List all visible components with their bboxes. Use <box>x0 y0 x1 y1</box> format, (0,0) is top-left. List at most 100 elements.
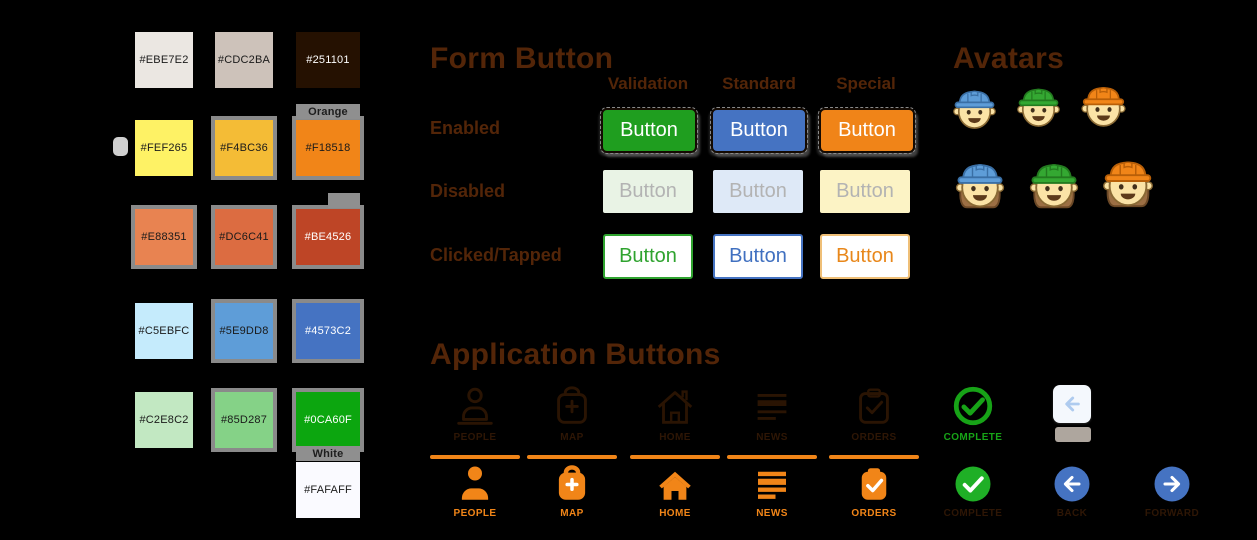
color-swatch: #5E9DD8 <box>211 299 277 363</box>
color-swatch: #C5EBFC <box>135 303 193 359</box>
form-button-disabled-standard[interactable]: Button <box>713 170 803 213</box>
app-button-label: MAP <box>560 432 584 443</box>
app-button-people-inactive[interactable]: PEOPLE <box>431 383 519 443</box>
app-button-back-disabled <box>1053 385 1091 423</box>
swatch-name-fragment <box>328 193 360 208</box>
color-swatch: #EBE7E2 <box>135 32 193 88</box>
color-swatch: #0CA60F <box>292 388 364 452</box>
avatar-male-worker-orange-helmet <box>1076 76 1131 136</box>
app-button-label: NEWS <box>756 508 788 519</box>
color-swatch: #251101 <box>296 32 360 88</box>
person-icon <box>457 387 493 425</box>
clipboard-check-icon <box>859 388 889 424</box>
swatch-hex-label: #DC6C41 <box>219 231 269 243</box>
app-button-map-active[interactable]: MAP <box>528 463 616 519</box>
section-divider <box>527 455 617 459</box>
list-icon <box>758 471 786 499</box>
app-button-label: NEWS <box>756 432 788 443</box>
color-swatch: #FAFAFF White <box>296 446 360 518</box>
swatch-hex-label: #85D287 <box>220 414 268 426</box>
form-button-enabled-special[interactable]: Button <box>818 107 916 154</box>
avatar-male-worker-green-helmet <box>1012 78 1065 136</box>
app-button-label: HOME <box>659 508 691 519</box>
avatar-male-worker-blue-helmet <box>948 80 1001 138</box>
app-button-label: HOME <box>659 432 691 443</box>
avatars-title: Avatars <box>953 42 1065 76</box>
avatar-female-worker-orange-helmet <box>1097 149 1159 216</box>
swatch-hex-label: #FEF265 <box>140 142 188 154</box>
color-swatch: #BE4526 <box>292 193 364 269</box>
disabled-label-blob <box>1055 427 1091 442</box>
app-button-back-active[interactable]: BACK <box>1028 463 1116 519</box>
form-button-clicked-standard[interactable]: Button <box>713 234 803 279</box>
form-column-header-special: Special <box>836 74 896 93</box>
swatch-name-fragment: White <box>296 446 360 461</box>
construction-worker-icon <box>1017 88 1060 127</box>
construction-worker-icon <box>953 90 996 129</box>
avatar-female-worker-blue-helmet <box>950 152 1010 217</box>
app-button-complete-active[interactable]: COMPLETE <box>929 463 1017 519</box>
app-button-map-inactive[interactable]: MAP <box>528 383 616 443</box>
section-divider <box>829 455 919 459</box>
app-button-label: COMPLETE <box>943 432 1003 443</box>
form-button-enabled-standard[interactable]: Button <box>710 107 808 154</box>
check-circle-icon <box>953 386 993 426</box>
form-column-header-standard: Standard <box>722 74 796 93</box>
swatch-hex-label: #C2E8C2 <box>139 414 189 426</box>
color-swatch: #E88351 <box>131 205 197 269</box>
swatch-hex-label: #E88351 <box>141 231 187 243</box>
color-swatch: #C2E8C2 <box>135 392 193 448</box>
app-button-home-active[interactable]: HOME <box>631 463 719 519</box>
section-divider <box>727 455 817 459</box>
app-button-label: PEOPLE <box>453 432 497 443</box>
swatch-hex-label: #0CA60F <box>304 414 352 426</box>
form-column-header-validation: Validation <box>607 74 689 93</box>
app-button-people-active[interactable]: PEOPLE <box>431 463 519 519</box>
app-button-home-inactive[interactable]: HOME <box>631 383 719 443</box>
form-button-enabled-validation[interactable]: Button <box>600 107 698 154</box>
swatch-hex-label: #F18518 <box>305 142 351 154</box>
clipboard-check-icon <box>861 468 887 500</box>
color-swatch: #DC6C41 <box>211 205 277 269</box>
form-button-disabled-special[interactable]: Button <box>820 170 910 213</box>
color-swatch: #FEF265 <box>135 120 193 176</box>
app-button-forward-active[interactable]: FORWARD <box>1128 463 1216 519</box>
list-icon <box>757 394 787 420</box>
app-button-label: MAP <box>560 508 584 519</box>
swatch-name-fragment: Orange <box>296 104 360 119</box>
swatch-hex-label: #FAFAFF <box>304 484 352 496</box>
form-row-header: Disabled <box>430 181 506 201</box>
form-button-disabled-validation[interactable]: Button <box>603 170 693 213</box>
app-button-news-active[interactable]: NEWS <box>728 463 816 519</box>
color-swatch: #F4BC36 <box>211 116 277 180</box>
form-button-clicked-special[interactable]: Button <box>820 234 910 279</box>
section-divider <box>630 455 720 459</box>
app-button-orders-active[interactable]: ORDERS <box>830 463 918 519</box>
app-button-orders-inactive[interactable]: ORDERS <box>830 383 918 443</box>
color-swatch: #F18518 Orange <box>292 104 364 180</box>
color-swatch: #CDC2BA <box>215 32 273 88</box>
first-aid-icon <box>558 465 586 500</box>
form-row-header: Clicked/Tapped <box>430 245 562 265</box>
swatch-hex-label: #4573C2 <box>304 325 352 337</box>
swatch-hex-label: #F4BC36 <box>220 142 268 154</box>
arrow-left-icon <box>1065 396 1080 412</box>
app-button-label: ORDERS <box>851 432 897 443</box>
form-button-clicked-validation[interactable]: Button <box>603 234 693 279</box>
app-button-label: ORDERS <box>851 508 897 519</box>
form-row-header: Enabled <box>430 118 501 138</box>
color-swatch: #4573C2 <box>292 299 364 363</box>
section-divider <box>430 455 520 459</box>
app-button-label: BACK <box>1056 508 1088 519</box>
swatch-hex-label: #EBE7E2 <box>139 54 189 66</box>
construction-worker-icon <box>1029 164 1079 209</box>
clipped-artifact <box>113 137 128 156</box>
construction-worker-icon <box>1103 161 1153 208</box>
application-buttons-title: Application Buttons <box>430 338 721 372</box>
app-button-label: COMPLETE <box>943 508 1003 519</box>
home-icon <box>657 390 693 424</box>
swatch-hex-label: #5E9DD8 <box>219 325 269 337</box>
arrow-right-icon <box>1154 466 1190 502</box>
app-button-news-inactive[interactable]: NEWS <box>728 383 816 443</box>
app-button-complete-inactive[interactable]: COMPLETE <box>929 383 1017 443</box>
